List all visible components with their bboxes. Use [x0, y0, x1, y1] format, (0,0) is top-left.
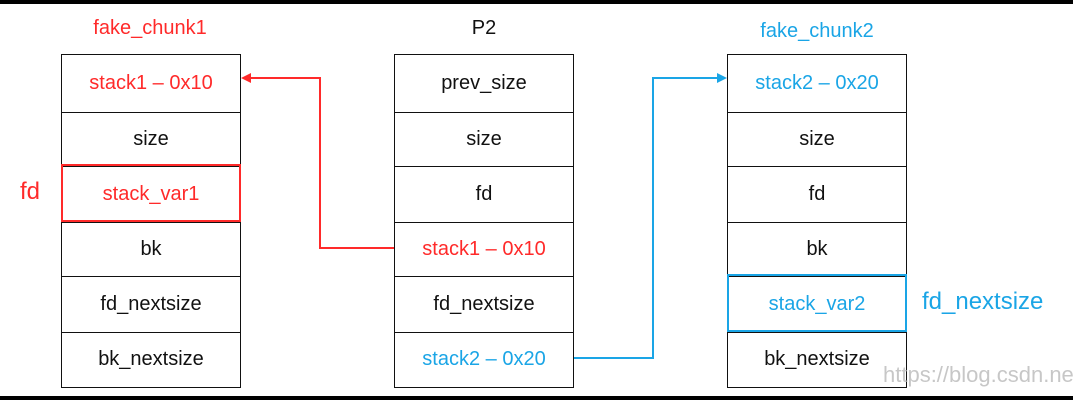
chunk2-cell-fd: fd [728, 166, 906, 222]
chunk1-side-label: fd [20, 178, 41, 205]
chunk1-cell-bk: bk [62, 222, 240, 276]
chunk2-box: stack2 – 0x20 size fd bk stack_var2 bk_n… [727, 54, 907, 388]
chunk2-cell-bk-nextsize: bk_nextsize [728, 332, 906, 386]
chunk1-cell-prev-size: stack1 – 0x10 [89, 72, 213, 94]
chunk2-cell-prev-size: stack2 – 0x20 [755, 72, 879, 94]
chunk1-title: fake_chunk1 [93, 17, 207, 39]
p2-title: P2 [471, 17, 497, 39]
chunk2-side-label: fd_nextsize [922, 288, 1044, 315]
chunk2-cell-fd-nextsize: stack_var2 [728, 276, 906, 332]
p2-cell-fd: fd [395, 166, 573, 222]
pointer-arrows [241, 73, 727, 359]
chunk2-title: fake_chunk2 [760, 20, 874, 42]
diagram-canvas: fake_chunk1 P2 fake_chunk2 stack1 – 0x10… [0, 4, 1073, 396]
chunk2-cell-size: size [728, 112, 906, 166]
chunk1-cell-size: size [62, 112, 240, 166]
p2-cell-bk-nextsize: stack2 – 0x20 [395, 332, 573, 386]
p2-box: prev_size size fd stack1 – 0x10 fd_nexts… [394, 54, 574, 388]
chunk2-cell-bk: bk [728, 222, 906, 276]
chunk1-cell-fd: stack_var1 [62, 166, 240, 222]
chunk1-cell-fd-nextsize: fd_nextsize [62, 276, 240, 332]
chunk1-fd-highlight [61, 164, 241, 222]
p2-cell-size: size [395, 112, 573, 166]
chunk1-cell-bk-nextsize: bk_nextsize [62, 332, 240, 386]
p2-cell-prev-size: prev_size [441, 72, 527, 94]
watermark: https://blog.csdn.ne [883, 362, 1073, 387]
red-pointer-arrow [241, 73, 394, 249]
p2-cell-bk: stack1 – 0x10 [395, 222, 573, 276]
chunk2-fd-nextsize-highlight [727, 274, 907, 332]
p2-cell-fd-nextsize: fd_nextsize [395, 276, 573, 332]
blue-pointer-arrow [574, 73, 727, 359]
